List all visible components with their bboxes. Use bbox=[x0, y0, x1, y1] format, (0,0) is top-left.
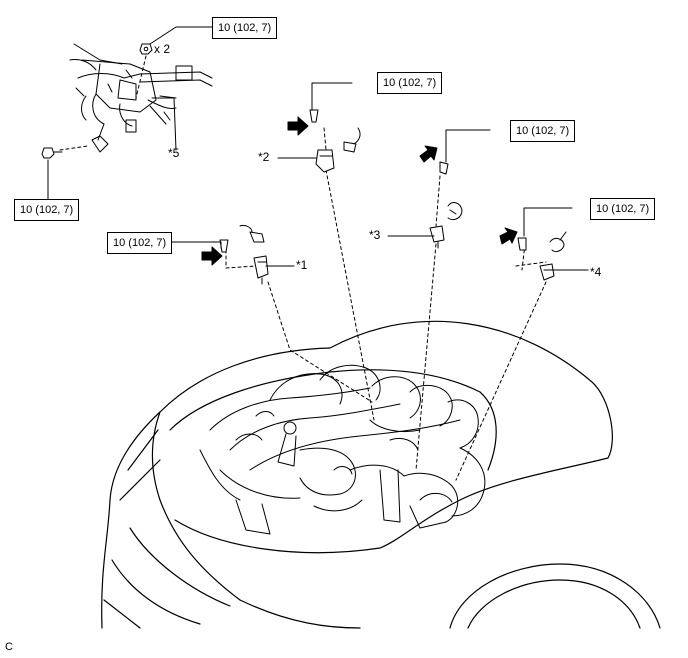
torque-spec-sensor-1: 10 (102, 7) bbox=[107, 232, 173, 254]
callout-1: *1 bbox=[296, 258, 308, 272]
arrow-icon bbox=[419, 145, 438, 163]
torque-spec-sensor-3: 10 (102, 7) bbox=[510, 120, 576, 142]
wire-harness-assembly bbox=[69, 43, 213, 153]
engine-assembly bbox=[199, 364, 486, 535]
harness-bolt bbox=[41, 147, 63, 159]
callout-2: *2 bbox=[258, 150, 270, 164]
sensor-4 bbox=[517, 231, 567, 281]
arrow-icon bbox=[499, 227, 518, 245]
vehicle-body-outline bbox=[101, 320, 661, 629]
sensor-3 bbox=[429, 161, 463, 249]
arrow-icon bbox=[201, 246, 223, 266]
torque-spec-harness-left: 10 (102, 7) bbox=[14, 199, 80, 221]
quantity-label: x 2 bbox=[154, 42, 171, 56]
torque-spec-sensor-2: 10 (102, 7) bbox=[377, 72, 443, 94]
torque-spec-harness-bolts: 10 (102, 7) bbox=[212, 17, 278, 39]
arrow-icon bbox=[287, 116, 309, 136]
callout-3: *3 bbox=[369, 228, 381, 242]
callout-5: *5 bbox=[168, 146, 180, 160]
figure-code: C bbox=[5, 641, 13, 653]
callout-4: *4 bbox=[590, 265, 602, 279]
harness-nut bbox=[139, 43, 153, 55]
label-leaders bbox=[47, 26, 589, 271]
sensor-1 bbox=[219, 225, 269, 285]
installation-leaders bbox=[59, 55, 547, 481]
torque-spec-sensor-4: 10 (102, 7) bbox=[590, 198, 656, 220]
sensor-2 bbox=[309, 109, 361, 173]
